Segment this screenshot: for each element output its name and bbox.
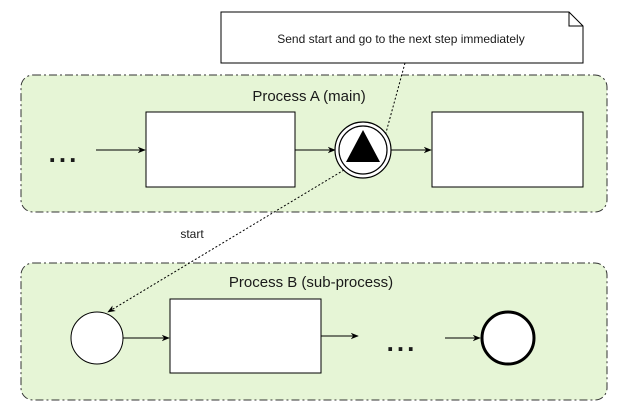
start-event[interactable]	[70, 311, 124, 365]
note-association-line	[383, 62, 406, 141]
task-b1[interactable]	[169, 298, 322, 374]
signal-triangle-icon	[346, 130, 380, 162]
process-a-title: Process A (main)	[252, 88, 365, 105]
task-a2[interactable]	[431, 111, 584, 188]
annotation-note: Send start and go to the next step immed…	[220, 11, 584, 64]
process-b-ellipsis: ...	[387, 327, 418, 357]
end-event[interactable]	[480, 310, 536, 366]
note-text: Send start and go to the next step immed…	[277, 32, 524, 46]
start-signal-label: start	[180, 227, 204, 241]
process-b-title: Process B (sub-process)	[229, 274, 393, 291]
process-a-ellipsis: ...	[49, 138, 80, 168]
start-signal-flow	[107, 169, 345, 313]
task-a1[interactable]	[145, 111, 296, 188]
intermediate-throw-event[interactable]	[334, 121, 392, 179]
